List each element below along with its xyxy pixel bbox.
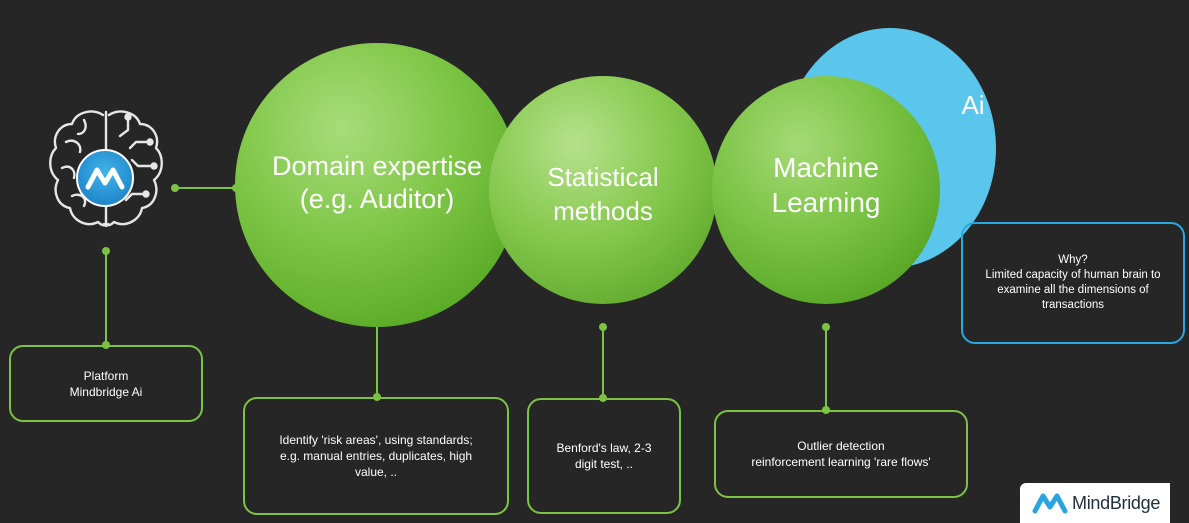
platform-line2: Mindbridge Ai bbox=[69, 384, 143, 399]
machine-learning-label: Machine Learning bbox=[746, 150, 906, 220]
connector-dot bbox=[822, 323, 830, 331]
domain-expertise-box-text: Identify 'risk areas', using standards; … bbox=[279, 432, 472, 480]
why-box: Why? Limited capacity of human brain to … bbox=[961, 222, 1185, 344]
ml-box-line2: reinforcement learning 'rare flows' bbox=[751, 455, 931, 469]
statistical-methods-box-text: Benford's law, 2-3 digit test, .. bbox=[556, 440, 651, 472]
statistical-box-line2: digit test, .. bbox=[574, 457, 633, 471]
domain-expertise-circle bbox=[235, 43, 519, 327]
statistical-box-line1: Benford's law, 2-3 bbox=[556, 441, 652, 455]
domain-expertise-line2: (e.g. Auditor) bbox=[299, 184, 455, 214]
machine-learning-circle bbox=[712, 76, 940, 304]
why-line1: Why? bbox=[1058, 254, 1088, 266]
why-line4: transactions bbox=[1041, 299, 1104, 311]
connector-dot bbox=[171, 184, 179, 192]
brain-icon bbox=[49, 110, 163, 228]
why-line2: Limited capacity of human brain to bbox=[985, 269, 1161, 281]
connector-dot bbox=[599, 323, 607, 331]
mindbridge-logo-text: MindBridge bbox=[1072, 492, 1161, 513]
statistical-methods-line2: methods bbox=[553, 196, 653, 226]
mindbridge-mark-glyph bbox=[85, 167, 125, 190]
ai-label: Ai bbox=[961, 90, 985, 120]
statistical-methods-line1: Statistical bbox=[547, 162, 659, 192]
domain-box-line3: value, .. bbox=[354, 465, 398, 479]
mindbridge-mark-icon bbox=[76, 149, 134, 207]
domain-box-line2: e.g. manual entries, duplicates, high bbox=[279, 449, 473, 463]
machine-learning-line1: Machine bbox=[773, 152, 879, 183]
ml-box-line1: Outlier detection bbox=[797, 439, 885, 453]
why-line3: examine all the dimensions of bbox=[997, 284, 1149, 296]
domain-expertise-label: Domain expertise (e.g. Auditor) bbox=[257, 150, 497, 216]
mindbridge-logo: MindBridge bbox=[1020, 483, 1170, 523]
statistical-methods-box: Benford's law, 2-3 digit test, .. bbox=[527, 398, 681, 514]
machine-learning-box: Outlier detection reinforcement learning… bbox=[714, 410, 968, 498]
statistical-methods-label: Statistical methods bbox=[523, 160, 683, 228]
domain-box-line1: Identify 'risk areas', using standards; bbox=[279, 433, 473, 447]
domain-expertise-line1: Domain expertise bbox=[271, 151, 483, 181]
domain-expertise-box: Identify 'risk areas', using standards; … bbox=[243, 397, 509, 515]
machine-learning-line2: Learning bbox=[771, 187, 881, 218]
statistical-methods-circle bbox=[489, 76, 717, 304]
mindbridge-logo-icon bbox=[1032, 493, 1068, 514]
machine-learning-box-text: Outlier detection reinforcement learning… bbox=[751, 438, 930, 470]
connector-dot bbox=[102, 247, 110, 255]
platform-box-text: Platform Mindbridge Ai bbox=[70, 368, 143, 400]
platform-line1: Platform bbox=[83, 368, 129, 383]
why-box-text: Why? Limited capacity of human brain to … bbox=[985, 253, 1160, 313]
platform-box: Platform Mindbridge Ai bbox=[9, 345, 203, 422]
